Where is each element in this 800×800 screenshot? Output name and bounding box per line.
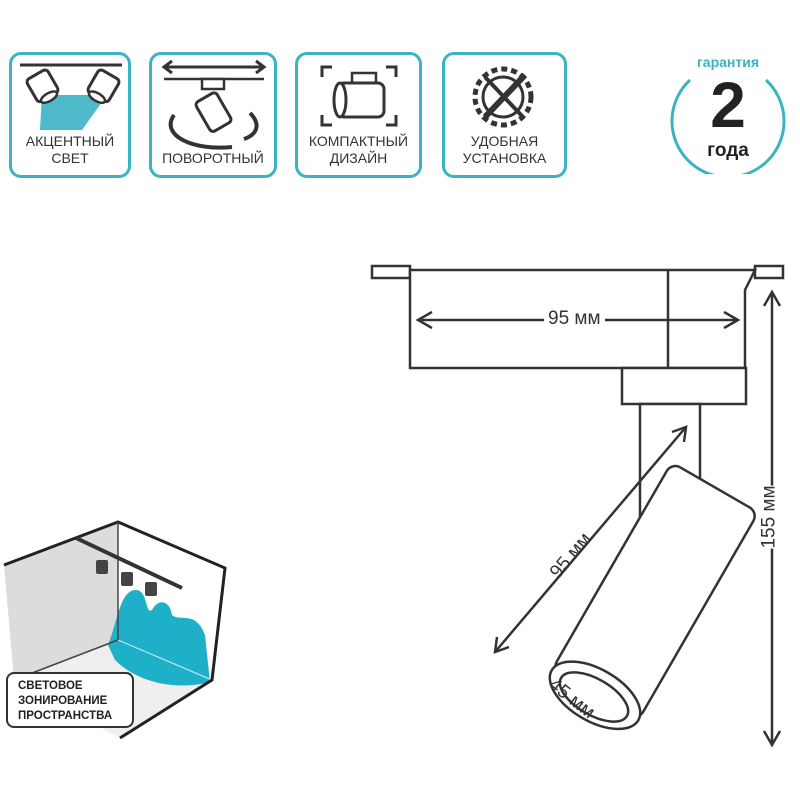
warranty-number: 2 [710,69,746,141]
easy-install-icon [472,66,534,128]
room-zoning-label: СВЕТОВОЕ ЗОНИРОВАНИЕ ПРОСТРАНСТВА [6,672,134,728]
warranty-unit: года [707,140,749,161]
rotate-icon [161,59,267,150]
room-label-line: ЗОНИРОВАНИЕ [18,695,108,707]
feature-label: УДОБНАЯ [470,133,539,149]
feature-rotate: ПОВОРОТНЫЙ [149,52,277,178]
room-label-line: ПРОСТРАНСТВА [18,710,113,722]
feature-label: АКЦЕНТНЫЙ [25,133,115,149]
dimension-width: 95 мм [544,308,605,330]
compact-design-icon [320,65,398,127]
warranty-top-text: гарантия [696,54,760,70]
feature-label: ДИЗАЙН [329,150,388,166]
warranty-badge: гарантия 2 года [668,54,788,174]
accent-light-icon [20,63,122,130]
feature-label: КОМПАКТНЫЙ [308,133,409,149]
room-label-line: СВЕТОВОЕ [18,680,83,692]
dimension-height: 155 мм [758,485,781,549]
feature-label: УСТАНОВКА [462,150,547,166]
feature-label: ПОВОРОТНЫЙ [162,150,264,166]
feature-label: СВЕТ [51,150,89,166]
